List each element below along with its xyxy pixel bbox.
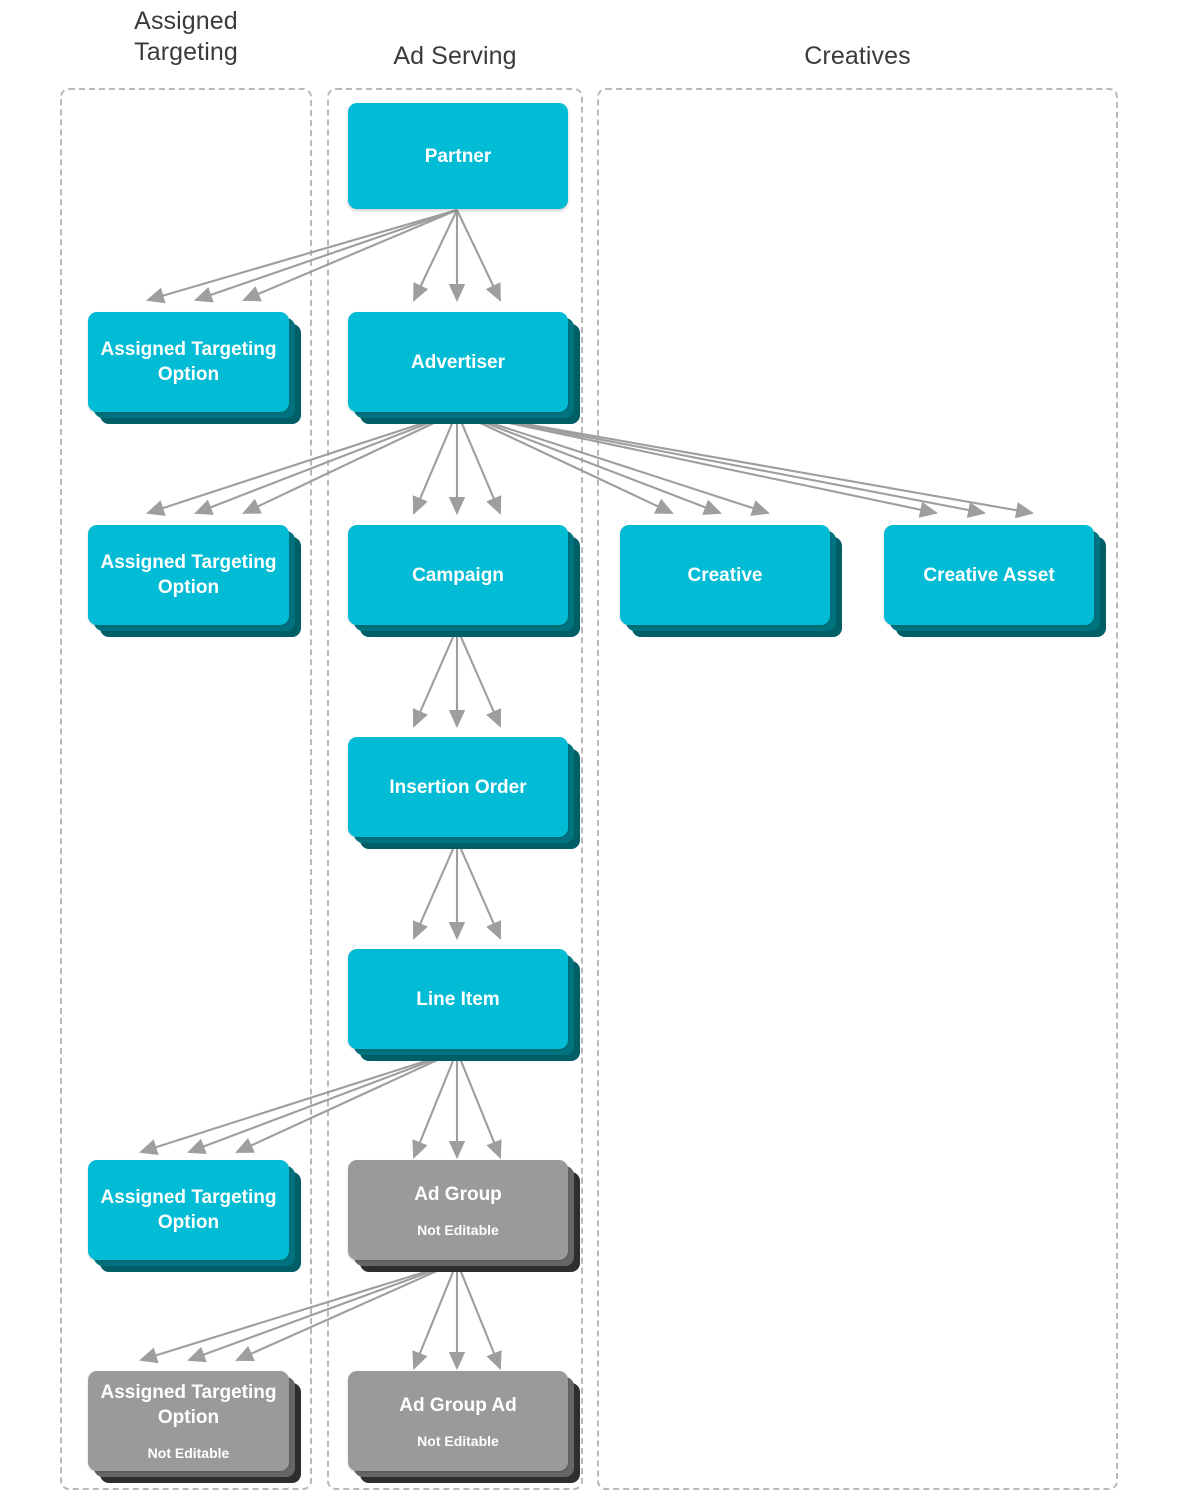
column-header-line: Assigned [134, 7, 238, 35]
node-insertion-order[interactable]: Insertion Order [348, 737, 580, 849]
column-header-line: Ad Serving [393, 42, 517, 70]
node-campaign-face[interactable]: Campaign [348, 525, 568, 625]
node-label: Advertiser [411, 351, 505, 373]
node-ad-group-ad[interactable]: Ad Group Ad Not Editable [348, 1371, 580, 1483]
node-assigned-targeting-option-4[interactable]: Assigned Targeting Option Not Editable [88, 1371, 301, 1483]
node-campaign[interactable]: Campaign [348, 525, 580, 637]
node-label: Assigned Targeting Option [100, 339, 277, 385]
node-label: Ad Group [414, 1183, 502, 1205]
node-label: Campaign [412, 564, 504, 586]
node-line-item[interactable]: Line Item [348, 949, 580, 1061]
node-ad-group-face[interactable]: Ad Group Not Editable [348, 1160, 568, 1260]
lane-assigned-targeting [60, 88, 312, 1490]
node-not-editable-badge: Not Editable [417, 1432, 499, 1449]
node-creative-asset[interactable]: Creative Asset [884, 525, 1106, 637]
node-label: Line Item [416, 988, 500, 1010]
node-insertion-order-face[interactable]: Insertion Order [348, 737, 568, 837]
column-header-creatives: Creatives [597, 41, 1118, 72]
node-assigned-targeting-option-2-face[interactable]: Assigned Targeting Option [88, 525, 289, 625]
node-label: Creative [687, 564, 763, 586]
column-header-line: Creatives [804, 42, 911, 70]
node-advertiser[interactable]: Advertiser [348, 312, 580, 424]
lane-creatives [597, 88, 1118, 1490]
node-assigned-targeting-option-4-face[interactable]: Assigned Targeting Option Not Editable [88, 1371, 289, 1471]
node-not-editable-badge: Not Editable [147, 1445, 230, 1461]
node-label: Assigned Targeting Option [100, 552, 277, 598]
node-label: Assigned Targeting Option [100, 1382, 277, 1428]
node-label: Ad Group Ad [399, 1394, 517, 1416]
node-assigned-targeting-option-1-face[interactable]: Assigned Targeting Option [88, 312, 289, 412]
column-header-ad-serving: Ad Serving [327, 41, 583, 72]
column-header-line: Targeting [134, 38, 238, 66]
node-assigned-targeting-option-1[interactable]: Assigned Targeting Option [88, 312, 301, 424]
node-assigned-targeting-option-3[interactable]: Assigned Targeting Option [88, 1160, 301, 1272]
node-ad-group-ad-face[interactable]: Ad Group Ad Not Editable [348, 1371, 568, 1471]
column-header-assigned-targeting: Assigned Targeting [60, 6, 312, 68]
node-creative-face[interactable]: Creative [620, 525, 830, 625]
node-line-item-face[interactable]: Line Item [348, 949, 568, 1049]
node-assigned-targeting-option-3-face[interactable]: Assigned Targeting Option [88, 1160, 289, 1260]
node-creative-asset-face[interactable]: Creative Asset [884, 525, 1094, 625]
lane-ad-serving [327, 88, 583, 1490]
node-label: Creative Asset [923, 564, 1055, 586]
node-partner[interactable]: Partner [348, 103, 568, 209]
node-label: Insertion Order [389, 776, 527, 798]
node-label: Partner [424, 145, 492, 167]
node-partner-face[interactable]: Partner [348, 103, 568, 209]
node-not-editable-badge: Not Editable [417, 1221, 499, 1238]
node-creative[interactable]: Creative [620, 525, 842, 637]
node-advertiser-face[interactable]: Advertiser [348, 312, 568, 412]
node-ad-group[interactable]: Ad Group Not Editable [348, 1160, 580, 1272]
node-assigned-targeting-option-2[interactable]: Assigned Targeting Option [88, 525, 301, 637]
node-label: Assigned Targeting Option [100, 1187, 277, 1233]
